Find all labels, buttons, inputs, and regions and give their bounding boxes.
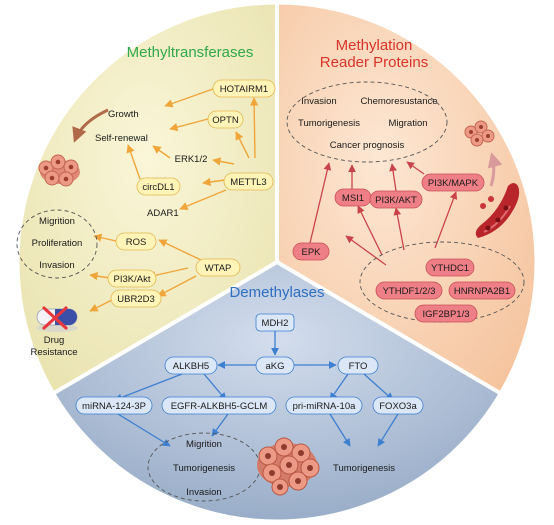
node-foxo3a[interactable]: FOXO3a <box>372 396 424 415</box>
sector-demethylases <box>53 262 501 521</box>
svg-text:OPTN: OPTN <box>212 115 239 126</box>
divider-right <box>275 260 502 395</box>
svg-text:ERK1/2: ERK1/2 <box>175 154 208 165</box>
vessel-arrow <box>487 152 503 187</box>
svg-text:WTAP: WTAP <box>205 263 232 274</box>
node-optn[interactable]: OPTN <box>207 110 244 129</box>
svg-text:IGF2BP1/3: IGF2BP1/3 <box>423 309 470 320</box>
svg-text:ROS: ROS <box>126 237 147 248</box>
svg-text:miRNA-124-3P: miRNA-124-3P <box>82 401 146 412</box>
node-pri-mirna-10a[interactable]: pri-miRNA-10a <box>285 396 363 415</box>
drug-capsule-icon <box>36 306 78 332</box>
svg-text:UBR2D3: UBR2D3 <box>117 294 155 305</box>
label-reader-migration: Migration <box>388 118 427 129</box>
node-msi1[interactable]: MSI1 <box>334 188 372 207</box>
label-demeth-invasion: Invasion <box>186 487 221 498</box>
svg-text:HOTAIRM1: HOTAIRM1 <box>220 84 268 95</box>
label-resistance: Resistance <box>31 347 78 358</box>
svg-text:YTHDF1/2/3: YTHDF1/2/3 <box>383 286 436 297</box>
svg-text:pri-miRNA-10a: pri-miRNA-10a <box>293 401 357 412</box>
divider-left <box>52 260 279 395</box>
tumor-cluster-icon <box>257 437 320 496</box>
label-reader-invasion: Invasion <box>301 96 336 107</box>
growth-arrow <box>72 108 109 143</box>
node-pi3k-akt-left[interactable]: PI3K/Akt <box>107 269 157 288</box>
node-akg[interactable]: aKG <box>255 356 295 375</box>
svg-text:PI3K/AKT: PI3K/AKT <box>375 195 417 206</box>
label-self-renewal: Self-renewal <box>95 133 148 144</box>
svg-text:FOXO3a: FOXO3a <box>379 401 417 412</box>
methyltransferases-title: Methyltransferases <box>127 44 254 61</box>
readers-title-line1: Methylation <box>336 37 413 54</box>
label-adar1: ADAR1 <box>147 208 179 219</box>
label-chemoresustance: Chemoresustance <box>360 96 437 107</box>
node-mettl3[interactable]: METTL3 <box>223 172 274 191</box>
label-cancer-prognosis: Cancer prognosis <box>330 140 405 151</box>
svg-text:aKG: aKG <box>265 361 284 372</box>
node-erk12: ERK1/2 <box>175 154 208 165</box>
node-epk[interactable]: EPK <box>292 242 330 261</box>
label-invasion: Invasion <box>39 260 74 271</box>
node-pi3k-mapk[interactable]: PI3K/MAPK <box>421 173 485 192</box>
node-ros[interactable]: ROS <box>115 232 157 251</box>
label-demeth-migrition: Migrition <box>186 439 222 450</box>
svg-text:PI3K/MAPK: PI3K/MAPK <box>428 178 479 189</box>
demethylase-arrows <box>114 331 399 447</box>
node-circdl1[interactable]: circDL1 <box>136 177 181 196</box>
outcome-circle-left <box>16 209 98 279</box>
label-growth: Growth <box>108 109 139 120</box>
node-hnrnpa2b1[interactable]: HNRNPA2B1 <box>448 281 516 300</box>
demethylases-title: Demethylases <box>229 284 324 301</box>
label-demeth-tumorigenesis: Tumorigenesis <box>173 463 235 474</box>
svg-text:circDL1: circDL1 <box>142 182 174 193</box>
svg-text:YTHDC1: YTHDC1 <box>431 263 469 274</box>
node-ythdf[interactable]: YTHDF1/2/3 <box>375 281 443 300</box>
reader-arrows <box>309 161 458 266</box>
sector-methyltransferases <box>18 3 277 394</box>
tumor-cells-left-icon <box>38 154 80 187</box>
readers-title-line2: Reader Proteins <box>320 54 428 71</box>
svg-text:MDH2: MDH2 <box>262 318 289 329</box>
node-wtap[interactable]: WTAP <box>195 258 241 277</box>
outcome-circle-readers <box>286 81 448 163</box>
node-mdh2[interactable]: MDH2 <box>255 313 295 332</box>
label-drug: Drug <box>44 335 65 346</box>
tumor-cells-right-icon <box>464 120 495 147</box>
blood-vessel-icon <box>475 183 520 238</box>
node-pi3k-akt-readers[interactable]: PI3K/AKT <box>369 190 423 209</box>
label-fto-tumorigenesis: Tumorigenesis <box>333 463 395 474</box>
node-fto[interactable]: FTO <box>337 356 379 375</box>
label-proliferation: Proliferation <box>32 238 83 249</box>
label-migrition: Migrition <box>39 216 75 227</box>
node-egfr-alkbh5-gclm[interactable]: EGFR-ALKBH5-GCLM <box>161 396 277 415</box>
node-ythdc1[interactable]: YTHDC1 <box>425 258 475 277</box>
svg-text:EPK: EPK <box>301 247 321 258</box>
node-hotairm1[interactable]: HOTAIRM1 <box>212 79 276 98</box>
label-reader-tumorigenesis: Tumorigenesis <box>298 118 360 129</box>
svg-text:METTL3: METTL3 <box>230 177 266 188</box>
svg-text:EGFR-ALKBH5-GCLM: EGFR-ALKBH5-GCLM <box>171 401 268 412</box>
node-igf2bp[interactable]: IGF2BP1/3 <box>414 304 478 323</box>
node-mirna-124[interactable]: miRNA-124-3P <box>75 396 153 415</box>
svg-text:FTO: FTO <box>349 361 368 372</box>
svg-text:MSI1: MSI1 <box>342 193 364 204</box>
svg-text:ALKBH5: ALKBH5 <box>173 361 209 372</box>
svg-text:HNRNPA2B1: HNRNPA2B1 <box>454 286 510 297</box>
svg-text:PI3K/Akt: PI3K/Akt <box>114 274 151 285</box>
methyltransferase-arrows <box>89 88 259 312</box>
node-ubr2d3[interactable]: UBR2D3 <box>110 289 162 308</box>
node-alkbh5[interactable]: ALKBH5 <box>164 356 218 375</box>
